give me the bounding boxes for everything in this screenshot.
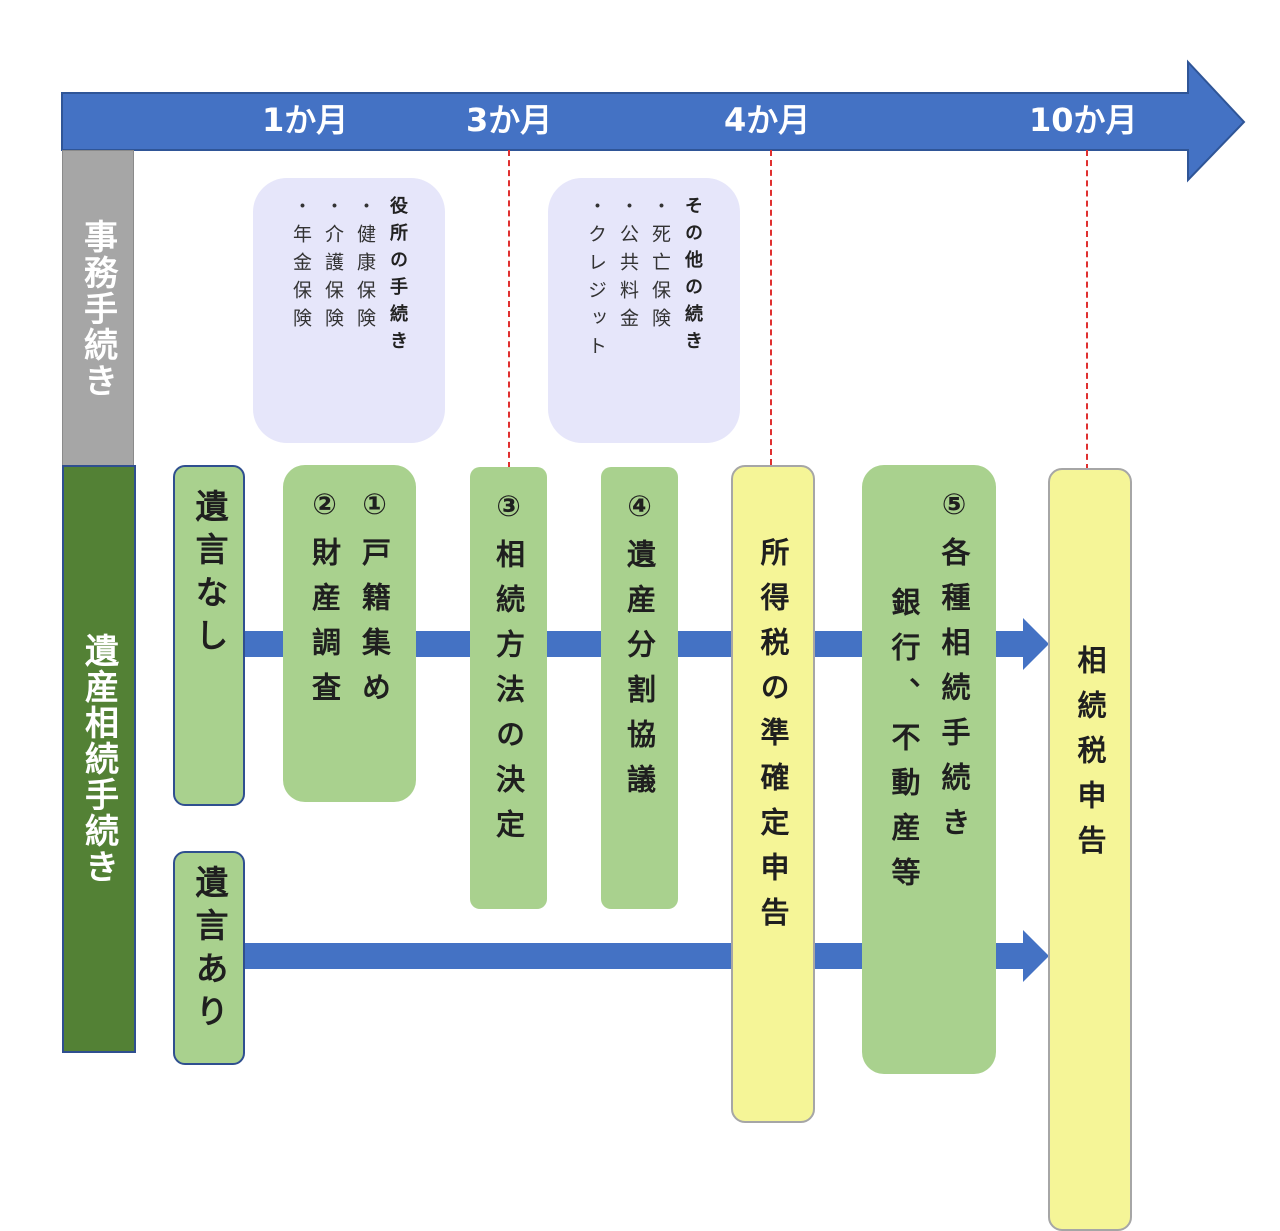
income-tax-box: 所得税の準確定申告	[731, 465, 815, 1123]
admin-section-label: 事務手続き	[62, 150, 134, 467]
flow-arrowhead-with-will	[1023, 930, 1049, 982]
income-tax-label: 所得税の準確定申告	[756, 537, 790, 942]
step-5-box: ⑤各種相続手続き 銀行、不動産等	[862, 465, 996, 1074]
step-1-label: ①戸籍集め	[357, 487, 392, 717]
path-no-will: 遺言なし	[173, 465, 245, 806]
milestone-line-10	[1086, 150, 1088, 470]
admin-item: ・介護保険	[322, 196, 344, 336]
inheritance-tax-box: 相続税申告	[1048, 468, 1132, 1231]
path-with-will: 遺言あり	[173, 851, 245, 1065]
step-5-detail: 銀行、不動産等	[887, 587, 921, 902]
step-5-label: ⑤各種相続手続き	[937, 487, 971, 852]
admin-box-other: その他の続き ・死亡保険 ・公共料金 ・クレジット	[548, 178, 740, 443]
path-no-will-label: 遺言なし	[190, 489, 229, 661]
month-label-10: 10か月	[1029, 101, 1138, 139]
step-1-2-box: ①戸籍集め ②財産調査	[283, 465, 416, 802]
inheritance-section-label: 遺産相続手続き	[62, 465, 136, 1053]
step-3-box: ③相続方法の決定	[470, 467, 547, 909]
admin-box-title: その他の続き	[682, 196, 703, 358]
step-3-label: ③相続方法の決定	[491, 489, 526, 854]
month-label-3: 3か月	[466, 101, 553, 139]
admin-item: ・健康保険	[354, 196, 376, 336]
step-4-label: ④遺産分割協議	[622, 489, 657, 809]
admin-item: ・公共料金	[617, 196, 639, 336]
month-label-1: 1か月	[262, 101, 349, 139]
admin-box-title: 役所の手続き	[387, 196, 408, 358]
path-with-will-label: 遺言あり	[190, 865, 229, 1037]
milestone-line-3	[508, 150, 510, 468]
admin-item: ・年金保険	[290, 196, 312, 336]
month-label-4: 4か月	[724, 101, 811, 139]
admin-item: ・クレジット	[585, 196, 607, 364]
inheritance-tax-label: 相続税申告	[1073, 645, 1107, 870]
admin-box-government: 役所の手続き ・健康保険 ・介護保険 ・年金保険	[253, 178, 445, 443]
flow-arrowhead-no-will	[1023, 618, 1049, 670]
step-4-box: ④遺産分割協議	[601, 467, 678, 909]
timeline-arrow	[61, 59, 1246, 183]
admin-item: ・死亡保険	[649, 196, 671, 336]
milestone-line-4	[770, 150, 772, 465]
step-2-label: ②財産調査	[307, 487, 342, 717]
